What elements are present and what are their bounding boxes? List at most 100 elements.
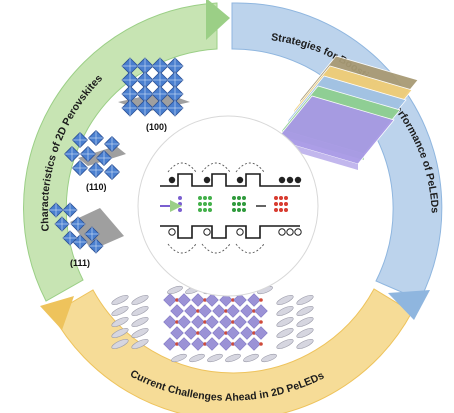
ligand-molecule	[296, 306, 314, 316]
lattice-octahedron	[226, 304, 240, 318]
ligand-molecule	[131, 306, 149, 316]
transfer-arrow	[235, 162, 265, 173]
lattice-octahedron	[212, 304, 226, 318]
lattice-octahedron	[233, 337, 247, 351]
cation-dot	[196, 309, 200, 313]
octahedron	[84, 226, 100, 242]
octahedron	[136, 99, 154, 117]
lattice-octahedron	[163, 315, 177, 329]
conduction-band-line	[160, 173, 300, 187]
ligand-molecule	[111, 339, 129, 349]
arrow-head-yellow	[40, 296, 74, 330]
lattice-octahedron	[205, 293, 219, 307]
ligand-molecule	[131, 328, 149, 338]
cation-dot	[203, 320, 207, 324]
device-layer-stack	[275, 55, 419, 170]
lattice-octahedron	[247, 337, 261, 351]
octahedron	[71, 159, 89, 177]
transfer-arrow	[201, 243, 231, 254]
lattice-octahedron	[163, 337, 177, 351]
emission-dot	[178, 202, 182, 206]
emission-dot	[237, 202, 241, 206]
ligand-molecule	[207, 353, 223, 363]
ligand-molecule	[111, 328, 129, 338]
emission-dot	[279, 202, 283, 206]
ligand-molecule	[276, 339, 294, 349]
lattice-octahedron	[254, 326, 268, 340]
emission-dot	[274, 202, 278, 206]
ligand-molecule	[111, 317, 129, 327]
lattice-octahedron	[219, 315, 233, 329]
cation-dot	[196, 331, 200, 335]
lattice-octahedron	[247, 293, 261, 307]
emission-dot	[208, 196, 212, 200]
octahedron	[54, 216, 70, 232]
emission-dot	[178, 208, 182, 212]
octahedron	[62, 230, 78, 246]
transfer-arrow	[235, 243, 265, 254]
lattice-octahedron	[240, 304, 254, 318]
octahedron	[103, 163, 121, 181]
lattice-octahedron	[170, 326, 184, 340]
lattice-octahedron	[177, 293, 191, 307]
electron-dot	[236, 176, 244, 184]
emission-dot	[232, 208, 236, 212]
ligand-molecule	[171, 353, 187, 363]
ligand-molecule	[296, 295, 314, 305]
cation-dot	[224, 331, 228, 335]
lattice-octahedron	[212, 326, 226, 340]
lattice-octahedron	[219, 293, 233, 307]
ligand-molecule	[131, 317, 149, 327]
ligand-molecule	[131, 295, 149, 305]
octahedron	[121, 57, 139, 75]
ligand-molecule	[276, 328, 294, 338]
octahedron	[70, 216, 86, 232]
facet-110-structure	[63, 129, 126, 181]
ligand-molecule	[189, 353, 205, 363]
emission-dot	[284, 202, 288, 206]
emission-dot	[274, 208, 278, 212]
facet-label-100: (100)	[146, 122, 167, 132]
hole-dot	[236, 228, 244, 236]
facet-111-structure	[48, 202, 124, 254]
arrow-head-blue	[388, 290, 430, 320]
octahedron	[63, 145, 81, 163]
hole-dot	[203, 228, 211, 236]
lattice-octahedron	[191, 315, 205, 329]
facet-label-111: (111)	[70, 258, 90, 268]
ligand-molecule	[261, 353, 277, 363]
ligand-molecule	[225, 353, 241, 363]
lattice-octahedron	[198, 304, 212, 318]
ligand-molecule	[111, 295, 129, 305]
energy-band-schematic	[160, 162, 302, 254]
cation-dot	[231, 298, 235, 302]
emission-dot	[279, 208, 283, 212]
electron-dot	[168, 176, 176, 184]
cation-dot	[259, 320, 263, 324]
lattice-octahedron	[184, 326, 198, 340]
ligand-molecule	[167, 285, 183, 295]
ligand-molecule	[296, 317, 314, 327]
ligand-molecule	[296, 328, 314, 338]
hole-dot	[278, 228, 286, 236]
cation-dot	[224, 309, 228, 313]
octahedron	[79, 145, 97, 163]
emission-dot	[242, 202, 246, 206]
lattice-octahedron	[163, 293, 177, 307]
emission-dot	[208, 208, 212, 212]
lattice-octahedron	[205, 337, 219, 351]
valence-band-line	[160, 225, 300, 239]
emission-dot	[198, 208, 202, 212]
lattice-octahedron	[226, 326, 240, 340]
emission-dot	[178, 196, 182, 200]
transfer-arrow	[167, 162, 197, 173]
octahedron	[121, 85, 139, 103]
cation-dot	[175, 320, 179, 324]
lattice-octahedron	[205, 315, 219, 329]
transfer-arrow	[201, 162, 231, 173]
octahedron	[103, 135, 121, 153]
lattice-octahedron	[191, 337, 205, 351]
emission-dot	[242, 208, 246, 212]
ligand-molecule	[243, 353, 259, 363]
